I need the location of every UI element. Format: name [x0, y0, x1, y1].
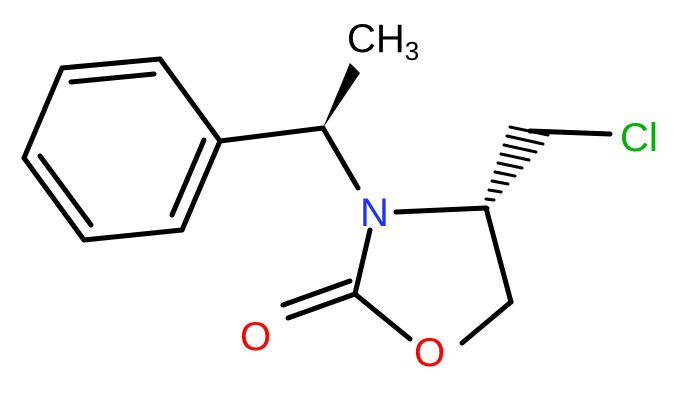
- phenyl-ring: [21, 56, 223, 243]
- wedge-bond: [323, 63, 360, 128]
- aromatic-inner-bond: [68, 71, 157, 85]
- bond: [352, 227, 373, 297]
- aromatic-inner-bond: [37, 153, 94, 228]
- hash-bond: [482, 125, 550, 210]
- bond: [393, 205, 489, 215]
- bond: [320, 125, 361, 191]
- aromatic-inner-bond: [169, 137, 207, 218]
- nitrogen-label: N: [360, 191, 389, 235]
- bond: [21, 155, 87, 243]
- chlorine-label: Cl: [620, 116, 658, 160]
- carbonyl-bond: [280, 278, 353, 308]
- ring-oxygen-label: O: [414, 331, 445, 375]
- bond: [59, 56, 163, 71]
- methyl-label: CH3: [347, 17, 419, 66]
- bond: [81, 227, 185, 243]
- bond: [21, 65, 65, 161]
- bond: [352, 291, 413, 342]
- bond: [483, 205, 514, 305]
- carbonyl-oxygen-label: O: [240, 315, 271, 359]
- bond: [527, 128, 613, 137]
- bond: [179, 138, 223, 233]
- bond: [459, 299, 514, 346]
- bond: [217, 125, 326, 144]
- carbonyl-bond: [285, 291, 358, 321]
- bond: [157, 56, 223, 144]
